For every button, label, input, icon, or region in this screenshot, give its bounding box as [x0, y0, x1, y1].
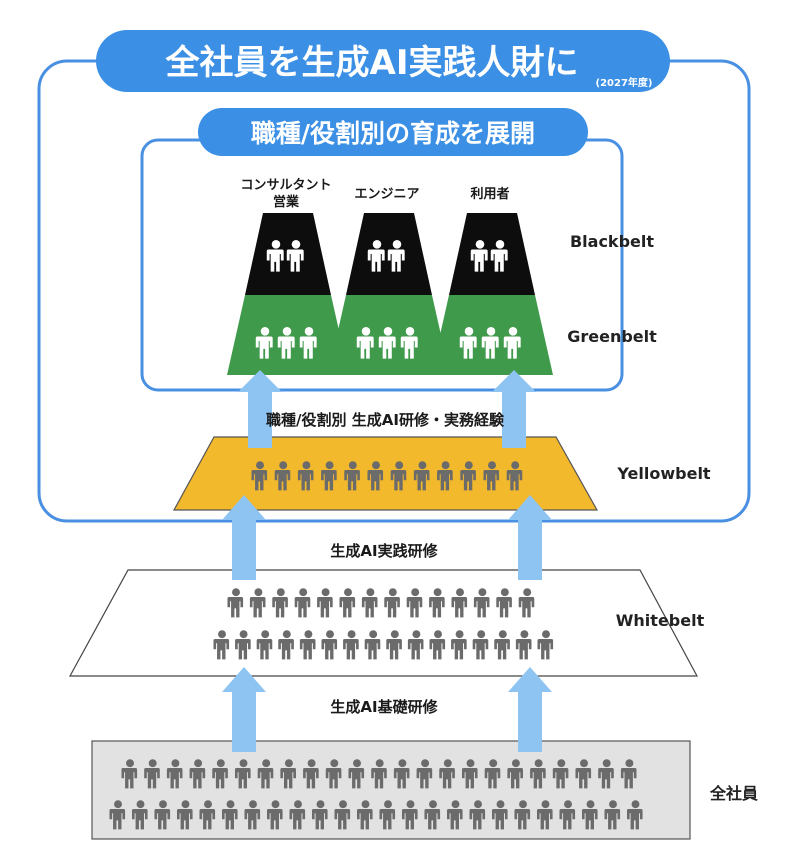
yellowbelt-band	[172, 436, 599, 511]
whitebelt-band	[68, 569, 699, 677]
arrow-left-practice	[222, 495, 266, 580]
belt-label-yellow: Yellowbelt	[616, 464, 711, 483]
training-practice-label: 生成AI実践研修	[330, 542, 438, 560]
arrow-left-role	[238, 370, 282, 448]
belt-label-all: 全社員	[709, 784, 758, 803]
arrow-left-basic	[222, 667, 266, 752]
header-pill: 全社員を生成AI実践人財に (2027年度)	[96, 30, 670, 92]
arrow-right-practice	[508, 495, 552, 580]
role-consultant-line2: 営業	[273, 194, 300, 210]
belt-label-green: Greenbelt	[567, 327, 657, 346]
arrow-right-basic	[508, 667, 552, 752]
role-user: 利用者	[470, 186, 509, 202]
header-title: 全社員を生成AI実践人財に	[165, 43, 579, 83]
training-basic-label: 生成AI基礎研修	[330, 698, 438, 716]
role-engineer: エンジニア	[354, 187, 419, 202]
arrows	[222, 370, 552, 752]
subheader-title: 職種/役割別の育成を展開	[251, 119, 535, 148]
belt-label-black: Blackbelt	[570, 232, 654, 251]
belt-label-white: Whitebelt	[616, 611, 705, 630]
header-year: (2027年度)	[596, 76, 653, 89]
training-role-label: 職種/役割別 生成AI研修・実務経験	[266, 411, 505, 429]
arrow-right-role	[492, 370, 536, 448]
subheader-pill: 職種/役割別の育成を展開	[198, 108, 588, 156]
role-consultant-line1: コンサルタント	[240, 178, 331, 193]
